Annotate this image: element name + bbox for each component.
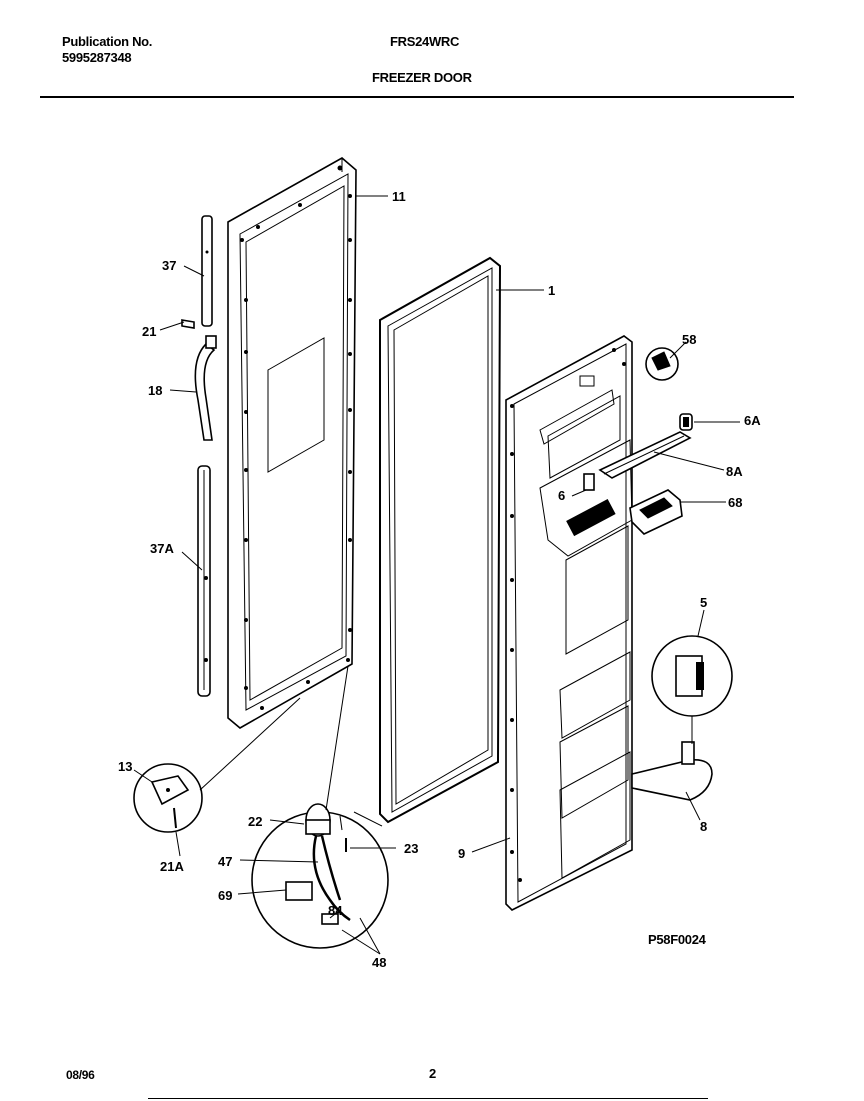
section-title: FREEZER DOOR: [372, 70, 472, 85]
detail-circle-electrical: [251, 803, 389, 949]
callout-47: 47: [218, 854, 232, 869]
leader-lines: [133, 195, 740, 955]
callout-23: 23: [404, 841, 418, 856]
callout-9: 9: [458, 846, 465, 861]
callout-37: 37: [162, 258, 176, 273]
callout-48: 48: [372, 955, 386, 970]
footer-page-number: 2: [429, 1066, 436, 1081]
housing-part-68: [629, 489, 683, 535]
diagram-code: P58F0024: [648, 932, 706, 947]
callout-37A: 37A: [150, 541, 174, 556]
callout-22: 22: [248, 814, 262, 829]
callout-6: 6: [558, 488, 565, 503]
door-gasket-part-1: [379, 256, 502, 824]
hinge-part-18: [194, 335, 217, 441]
header-rule: [40, 96, 794, 98]
hinge-strip-part-37A: [197, 465, 211, 697]
callout-8A: 8A: [726, 464, 743, 479]
footer-date: 08/96: [66, 1068, 95, 1082]
door-frame-part-11: [227, 157, 357, 729]
callout-21A: 21A: [160, 859, 184, 874]
screw-part-21: [181, 319, 195, 329]
callout-68: 68: [728, 495, 742, 510]
publication-label: Publication No.: [62, 34, 153, 49]
callout-69: 69: [218, 888, 232, 903]
callout-5: 5: [700, 595, 707, 610]
bottom-rule: [148, 1098, 708, 1099]
callout-84: 84: [328, 903, 343, 918]
callout-1: 1: [548, 283, 555, 298]
rail-part-8A: [598, 431, 692, 479]
callout-labels: 11 37 1 21 58 18 6A 8A 6 68 37A 5 13 22 …: [118, 189, 761, 970]
callout-8: 8: [700, 819, 707, 834]
screw-part-58: [645, 347, 679, 381]
detail-circle-part-5: [651, 635, 733, 717]
callout-18: 18: [148, 383, 162, 398]
door-liner-part-9: [505, 335, 633, 911]
callout-21: 21: [142, 324, 156, 339]
callout-13: 13: [118, 759, 132, 774]
publication-number: 5995287348: [62, 50, 132, 65]
detail-circle-part-13: [133, 763, 203, 833]
callout-58: 58: [682, 332, 696, 347]
bracket-part-8: [631, 741, 713, 801]
clip-part-6A: [679, 413, 693, 431]
model-number: FRS24WRC: [390, 34, 460, 49]
callout-6A: 6A: [744, 413, 761, 428]
bracket-part-6: [583, 473, 595, 491]
callout-11: 11: [392, 189, 406, 204]
hinge-strip-part-37: [201, 215, 213, 327]
